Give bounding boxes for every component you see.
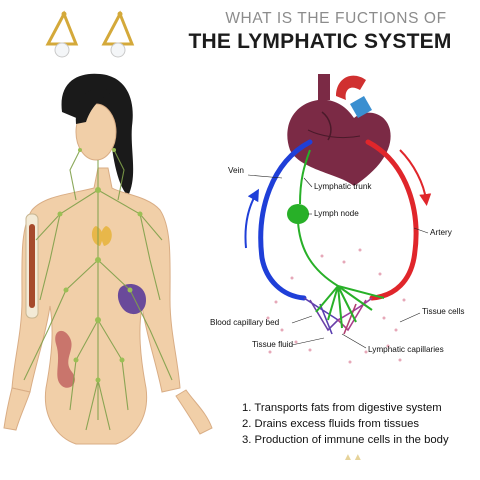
heart-icon xyxy=(287,74,391,186)
artery-vessel xyxy=(365,139,419,301)
label-vein: Vein xyxy=(228,166,244,175)
label-lymph-node: Lymph node xyxy=(314,209,359,218)
tissue-cells xyxy=(266,248,406,364)
label-lymphatic-trunk: Lymphatic trunk xyxy=(314,182,372,191)
function-item: 2. Drains excess fluids from tissues xyxy=(242,418,420,431)
page-subtitle: WHAT IS THE FUCTIONS OF xyxy=(225,10,447,27)
lymph-node-icon xyxy=(287,204,309,224)
artery-arrow-icon xyxy=(399,149,432,206)
earring-left-icon xyxy=(45,10,79,58)
leader-lines xyxy=(247,174,429,349)
vein-arrow-icon xyxy=(244,188,259,249)
label-blood-capillary-bed: Blood capillary bed xyxy=(210,318,280,327)
function-item: 3. Production of immune cells in the bod… xyxy=(242,434,449,447)
label-tissue-cells: Tissue cells xyxy=(422,307,465,316)
functions-list: 1. Transports fats from digestive system… xyxy=(242,400,449,449)
earring-right-icon xyxy=(101,10,135,58)
lymphatic-vessels xyxy=(297,149,385,329)
vein-vessel xyxy=(258,139,313,301)
page-title: THE LYMPHATIC SYSTEM xyxy=(188,30,452,53)
human-body-figure xyxy=(3,73,213,445)
label-lymphatic-capillaries: Lymphatic capillaries xyxy=(368,345,444,354)
faint-glyph: ▲▲ xyxy=(343,452,363,463)
label-tissue-fluid: Tissue fluid xyxy=(252,340,294,349)
label-artery: Artery xyxy=(430,228,452,237)
function-item: 1. Transports fats from digestive system xyxy=(242,402,442,414)
